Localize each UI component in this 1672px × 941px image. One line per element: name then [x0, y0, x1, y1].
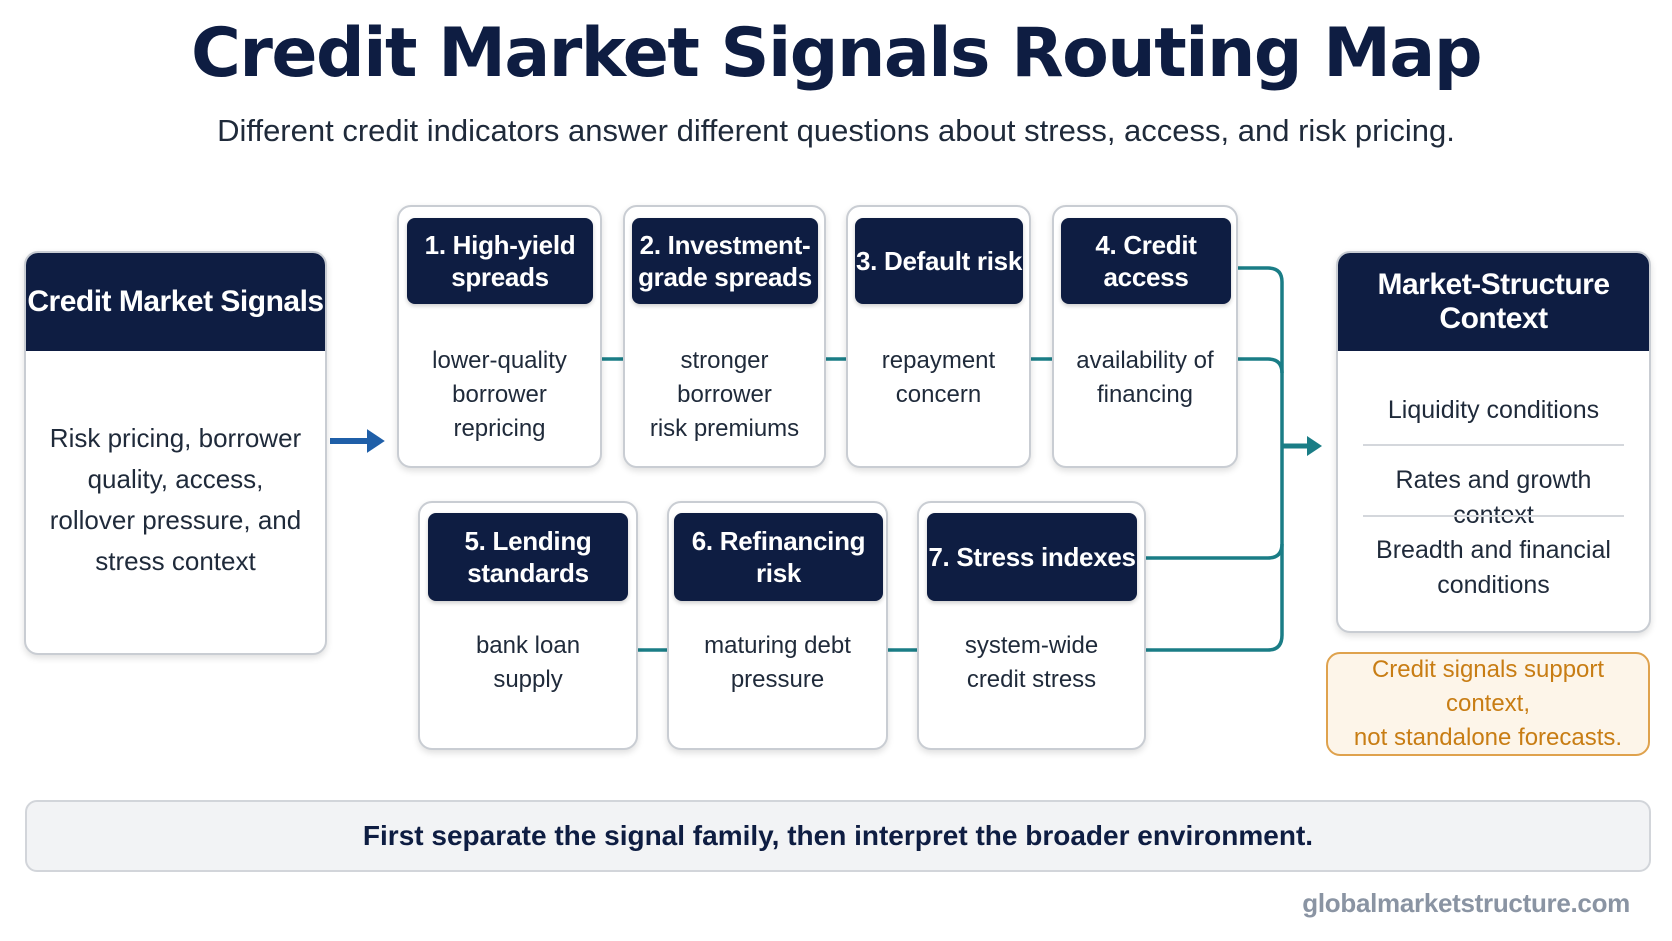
signal-label-credit-access: 4. Credit access — [1061, 218, 1231, 304]
signal-label-stress-indexes: 7. Stress indexes — [927, 513, 1137, 601]
source-panel: Credit Market Signals Risk pricing, borr… — [24, 251, 327, 655]
summary-footer: First separate the signal family, then i… — [25, 800, 1651, 872]
signal-label-investment-grade-spreads: 2. Investment-grade spreads — [632, 218, 818, 304]
website-credit: globalmarketstructure.com — [1302, 888, 1630, 918]
caveat-note: Credit signals support context,not stand… — [1326, 652, 1650, 756]
source-panel-description: Risk pricing, borrower quality, access, … — [49, 423, 302, 576]
signal-label-refinancing-risk: 6. Refinancing risk — [674, 513, 883, 601]
context-item-breadth-financial: Breadth and financial conditions — [1376, 536, 1611, 599]
context-item-liquidity: Liquidity conditions — [1387, 396, 1600, 424]
context-item-rates-growth: Rates and growth context — [1395, 466, 1592, 529]
context-divider — [1363, 444, 1624, 446]
page-title: Credit Market Signals Routing Map — [190, 14, 1483, 93]
context-panel-title: Market-Structure Context — [1338, 253, 1649, 351]
page-subtitle: Different credit indicators answer diffe… — [217, 113, 1455, 148]
context-panel: Market-Structure Context Liquidity condi… — [1336, 251, 1651, 633]
signal-card-investment-grade-spreads: 2. Investment-grade spreads stronger bor… — [623, 205, 826, 468]
context-divider — [1363, 515, 1624, 517]
source-panel-title: Credit Market Signals — [26, 253, 325, 351]
signal-label-default-risk: 3. Default risk — [855, 218, 1023, 304]
